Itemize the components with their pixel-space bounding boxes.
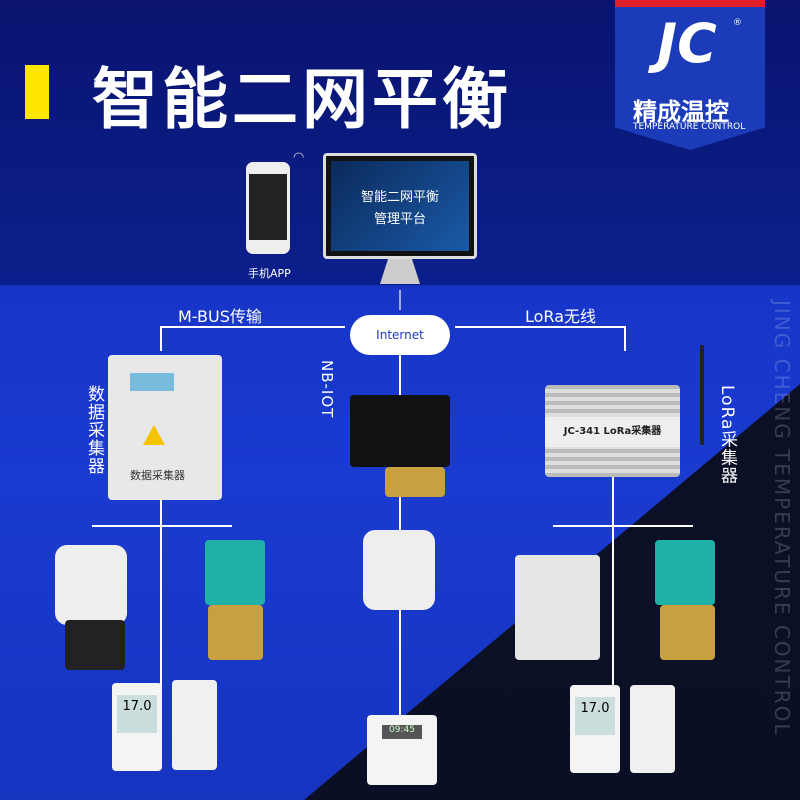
smart-valve <box>205 540 265 605</box>
electric-valve <box>363 530 435 610</box>
branch-line <box>160 500 162 710</box>
thermostat-reading: 17.0 <box>575 697 615 735</box>
brass-valve <box>208 605 263 660</box>
room-sensor <box>630 685 675 773</box>
lora-box-label: JC-341 LoRa采集器 <box>545 417 680 447</box>
platform-link-line <box>399 290 401 310</box>
cabinet-label: 数据采集器 <box>130 469 185 482</box>
smart-socket: 09:45 <box>367 715 437 785</box>
logo-brand-en: TEMPERATURE CONTROL <box>633 122 746 132</box>
mbus-label: M-BUS传输 <box>178 307 262 326</box>
platform-subtitle: 管理平台 <box>373 212 426 227</box>
mbus-drop-line <box>160 326 162 351</box>
thermostat: 17.0 <box>112 683 162 771</box>
nbiot-meter <box>350 395 450 467</box>
logo-mark: JC <box>657 12 717 75</box>
brass-valve <box>385 467 445 497</box>
logo: JC ® 精成温控 TEMPERATURE CONTROL <box>615 0 765 150</box>
valve-body <box>65 620 125 670</box>
white-actuator <box>515 555 600 660</box>
wifi-icon: ◠ <box>293 150 305 165</box>
lora-collector-label: LoRa采集器 <box>717 385 737 485</box>
thermostat-reading: 17.0 <box>117 695 157 733</box>
data-collector-label: 数据采集器 <box>84 385 104 475</box>
title-accent-bar <box>25 65 49 119</box>
lora-collector-box: JC-341 LoRa采集器 <box>545 385 680 477</box>
lora-label: LoRa无线 <box>525 307 596 326</box>
thermostat: 17.0 <box>570 685 620 773</box>
watermark: JING CHENG TEMPERATURE CONTROL <box>770 300 794 737</box>
logo-brand-cn: 精成温控 <box>633 98 729 126</box>
nbiot-label: NB-IOT <box>318 360 336 419</box>
lora-drop-line <box>624 326 626 351</box>
smart-valve <box>655 540 715 605</box>
page-title: 智能二网平衡 <box>92 61 512 138</box>
phone-label: 手机APP <box>248 267 291 280</box>
platform-title: 智能二网平衡 <box>360 190 439 205</box>
lora-link-line <box>455 326 625 328</box>
branch-line <box>553 525 693 527</box>
branch-line <box>612 477 614 707</box>
socket-display: 09:45 <box>382 725 422 739</box>
nbiot-link-line <box>399 355 401 395</box>
electric-valve <box>55 545 127 625</box>
room-sensor <box>172 680 217 770</box>
antenna <box>700 345 704 445</box>
mbus-link-line <box>160 326 345 328</box>
phone <box>246 162 290 254</box>
data-collector-cabinet: 数据采集器 <box>108 355 222 500</box>
monitor: 智能二网平衡 管理平台 <box>323 153 477 259</box>
brass-valve <box>660 605 715 660</box>
branch-line <box>92 525 232 527</box>
internet-cloud: Internet <box>350 315 450 355</box>
registered-mark: ® <box>733 18 742 28</box>
